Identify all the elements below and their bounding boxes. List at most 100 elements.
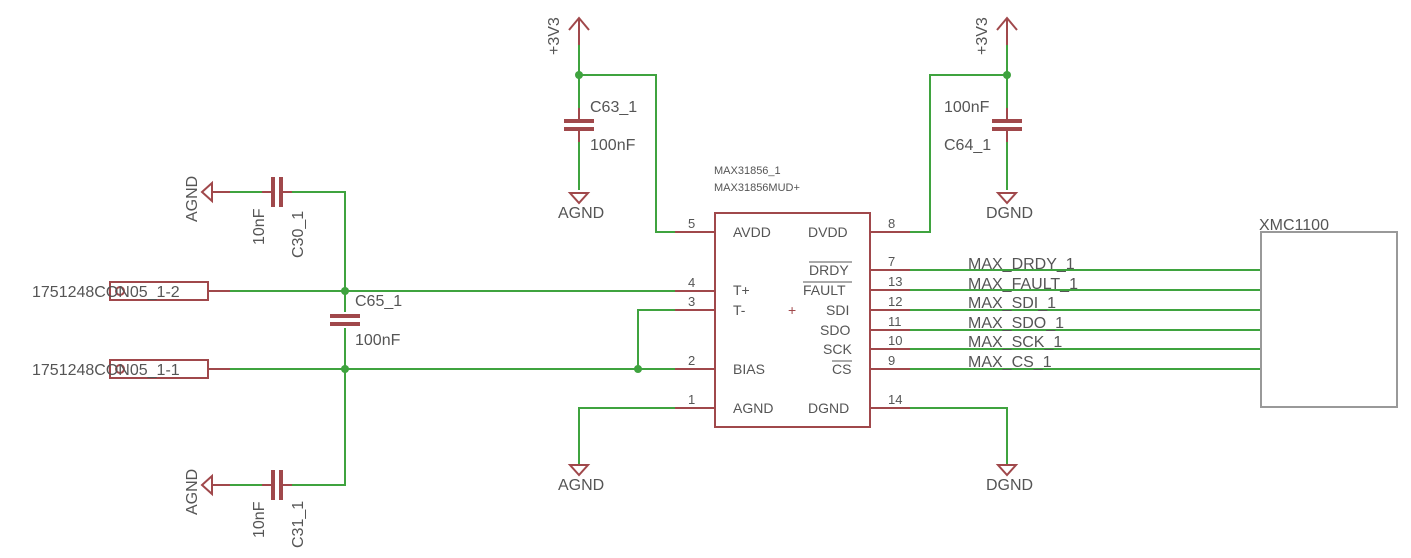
pin-number: 12 bbox=[888, 294, 902, 309]
ic-pin-sdi[interactable]: 12 SDI bbox=[826, 294, 910, 318]
supply-vcc-left[interactable]: +3V3 bbox=[546, 16, 590, 55]
capacitor-c64[interactable]: 100nF C64_1 bbox=[944, 99, 1022, 154]
junction-dot bbox=[341, 365, 349, 373]
ground-agnd-bottom[interactable]: AGND bbox=[558, 464, 604, 494]
ic-part: MAX31856MUD+ bbox=[714, 182, 800, 194]
pin-name: CS bbox=[832, 361, 851, 377]
junction-dot bbox=[1003, 71, 1011, 79]
connector-pin-2[interactable]: 1751248CON05_1-2 bbox=[32, 281, 230, 301]
ground-label: AGND bbox=[558, 477, 604, 494]
ground-triangle-icon bbox=[200, 473, 213, 497]
ic-pin-agnd[interactable]: 1 AGND bbox=[675, 392, 773, 416]
capacitor-value: 100nF bbox=[944, 99, 990, 116]
ic-pin-sck[interactable]: 10 SCK bbox=[823, 333, 910, 357]
capacitor-name: C63_1 bbox=[590, 99, 637, 116]
pin-name: BIAS bbox=[733, 361, 765, 377]
capacitor-c30[interactable]: 10nF C30_1 bbox=[212, 177, 307, 258]
wire-dgnd[interactable] bbox=[890, 407, 1008, 465]
pin-name: AVDD bbox=[733, 224, 771, 240]
junction-dot bbox=[575, 71, 583, 79]
ic-plus-mark: + bbox=[788, 302, 796, 318]
ic-name: MAX31856_1 bbox=[714, 165, 781, 177]
pin-number: 4 bbox=[688, 275, 695, 290]
ground-dgnd-bottom[interactable]: DGND bbox=[986, 464, 1033, 494]
mcu-xmc1100[interactable]: XMC1100 bbox=[1259, 217, 1398, 408]
pin-number: 3 bbox=[688, 294, 695, 309]
supply-label: +3V3 bbox=[974, 17, 991, 55]
pin-name: SDI bbox=[826, 302, 849, 318]
capacitor-name: C64_1 bbox=[944, 137, 991, 154]
pin-name: SCK bbox=[823, 341, 852, 357]
capacitor-c63[interactable]: C63_1 100nF bbox=[564, 99, 637, 154]
ground-label: AGND bbox=[184, 176, 201, 222]
capacitor-c65[interactable]: C65_1 100nF bbox=[330, 293, 402, 349]
ground-label: DGND bbox=[986, 205, 1033, 222]
net-label[interactable]: MAX_FAULT_1 bbox=[968, 276, 1078, 293]
pin-name: DVDD bbox=[808, 224, 848, 240]
pin-name: DGND bbox=[808, 400, 849, 416]
ground-triangle-icon bbox=[567, 464, 591, 477]
ground-triangle-icon bbox=[567, 192, 591, 205]
net-label[interactable]: MAX_SDO_1 bbox=[968, 315, 1064, 332]
capacitor-c31[interactable]: 10nF C31_1 bbox=[212, 470, 307, 548]
net-label[interactable]: MAX_SCK_1 bbox=[968, 334, 1062, 351]
pin-number: 13 bbox=[888, 274, 902, 289]
capacitor-name: C31_1 bbox=[290, 501, 307, 548]
capacitor-value: 100nF bbox=[355, 332, 401, 349]
connector-label: 1751248CON05_1-1 bbox=[32, 362, 180, 379]
junctions bbox=[341, 71, 1011, 373]
ground-agnd-top[interactable]: AGND bbox=[558, 192, 604, 222]
supply-label: +3V3 bbox=[546, 17, 563, 55]
connector-pin-1[interactable]: 1751248CON05_1-1 bbox=[32, 359, 230, 379]
ic-pin-dgnd[interactable]: 14 DGND bbox=[808, 392, 910, 416]
wire-avdd[interactable] bbox=[578, 30, 695, 233]
capacitor-value: 10nF bbox=[251, 208, 268, 245]
ic-pin-sdo[interactable]: 11 SDO bbox=[820, 314, 910, 338]
ic-pin-tminus[interactable]: 3 T- bbox=[675, 294, 746, 318]
pin-number: 11 bbox=[888, 314, 902, 329]
wire-c31-right[interactable] bbox=[285, 369, 346, 486]
junction-dot bbox=[341, 287, 349, 295]
ic-pin-tplus[interactable]: 4 T+ bbox=[675, 275, 750, 298]
ground-label: AGND bbox=[184, 469, 201, 515]
connector-label: 1751248CON05_1-2 bbox=[32, 284, 180, 301]
pin-number: 7 bbox=[888, 254, 895, 269]
ground-dgnd-top[interactable]: DGND bbox=[986, 192, 1033, 222]
pin-name: SDO bbox=[820, 322, 850, 338]
ground-triangle-icon bbox=[995, 464, 1019, 477]
supply-vcc-right[interactable]: +3V3 bbox=[974, 16, 1018, 55]
ground-label: DGND bbox=[986, 477, 1033, 494]
pin-name: AGND bbox=[733, 400, 773, 416]
mcu-name: XMC1100 bbox=[1259, 217, 1329, 234]
pin-number: 8 bbox=[888, 216, 895, 231]
pin-number: 9 bbox=[888, 353, 895, 368]
junction-dot bbox=[634, 365, 642, 373]
ic-pin-fault[interactable]: 13 FAULT bbox=[803, 274, 910, 298]
ground-agnd-c31[interactable]: AGND bbox=[184, 469, 213, 515]
ic-pin-cs[interactable]: 9 CS bbox=[832, 353, 910, 377]
ground-triangle-icon bbox=[200, 180, 213, 204]
net-label[interactable]: MAX_SDI_1 bbox=[968, 295, 1056, 312]
ic-pin-bias[interactable]: 2 BIAS bbox=[675, 353, 765, 377]
ic-pin-dvdd[interactable]: 8 DVDD bbox=[808, 216, 910, 240]
wire-agnd[interactable] bbox=[578, 407, 695, 465]
wire-tminus[interactable] bbox=[637, 309, 695, 369]
net-label[interactable]: MAX_CS_1 bbox=[968, 354, 1052, 371]
ground-triangle-icon bbox=[995, 192, 1019, 205]
ground-label: AGND bbox=[558, 205, 604, 222]
wire-c30-right[interactable] bbox=[285, 191, 346, 291]
capacitor-value: 10nF bbox=[251, 501, 268, 538]
pin-number: 1 bbox=[688, 392, 695, 407]
pin-number: 2 bbox=[688, 353, 695, 368]
ground-agnd-c30[interactable]: AGND bbox=[184, 176, 213, 222]
pin-number: 5 bbox=[688, 216, 695, 231]
wire-dvdd[interactable] bbox=[890, 30, 1008, 233]
ic-pin-drdy[interactable]: 7 DRDY bbox=[809, 254, 910, 278]
ic-max31856[interactable]: MAX31856_1 MAX31856MUD+ + 5 AVDD 4 T+ 3 … bbox=[675, 165, 910, 428]
ic-pin-avdd[interactable]: 5 AVDD bbox=[675, 216, 771, 240]
net-label[interactable]: MAX_DRDY_1 bbox=[968, 256, 1075, 273]
capacitor-name: C65_1 bbox=[355, 293, 402, 310]
ic-body bbox=[714, 212, 871, 428]
pin-name: T+ bbox=[733, 282, 750, 298]
